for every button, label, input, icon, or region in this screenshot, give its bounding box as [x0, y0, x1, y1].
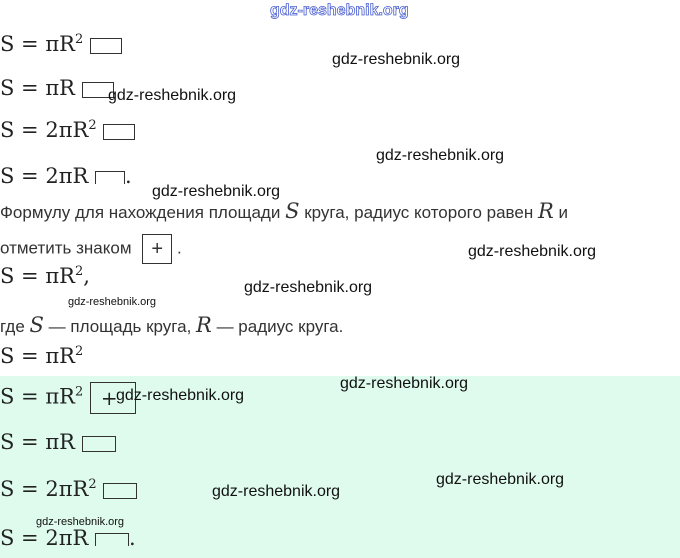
checked-box[interactable]: +	[89, 382, 136, 414]
checkbox[interactable]	[95, 171, 125, 184]
answer-4: S = 2πR .	[0, 526, 136, 550]
watermark: gdz-reshebnik.org	[212, 483, 341, 500]
checkbox[interactable]	[81, 81, 114, 98]
checkbox[interactable]	[103, 482, 138, 499]
answer-highlight	[0, 376, 680, 558]
watermark: gdz-reshebnik.org	[436, 471, 565, 488]
option-1: S = πR2	[0, 32, 122, 56]
watermark: gdz-reshebnik.org	[340, 375, 469, 392]
checkbox[interactable]	[81, 435, 116, 452]
watermark: gdz-reshebnik.org	[376, 147, 505, 164]
watermark: gdz-reshebnik.org	[332, 51, 461, 68]
watermark: gdz-reshebnik.org	[36, 516, 125, 528]
option-4: S = 2πR .	[0, 164, 132, 188]
solution-formula: S = πR2,	[0, 264, 90, 288]
watermark: gdz-reshebnik.org	[152, 183, 281, 200]
solution-where: где S — площадь круга, R — радиус круга.	[0, 313, 344, 337]
watermark: gdz-reshebnik.org	[270, 2, 409, 20]
plus-mark: +	[142, 234, 173, 264]
checkbox[interactable]	[89, 37, 122, 54]
checkbox[interactable]	[95, 533, 129, 546]
watermark: gdz-reshebnik.org	[108, 87, 237, 104]
option-2: S = πR	[0, 76, 114, 100]
watermark: gdz-reshebnik.org	[116, 387, 245, 404]
answer-1: S = πR2 +	[0, 382, 136, 414]
answer-2: S = πR	[0, 430, 116, 454]
watermark: gdz-reshebnik.org	[468, 243, 597, 260]
watermark: gdz-reshebnik.org	[68, 296, 157, 308]
option-3: S = 2πR2	[0, 118, 136, 142]
answer-3: S = 2πR2	[0, 477, 138, 501]
watermark: gdz-reshebnik.org	[244, 279, 373, 296]
checkbox[interactable]	[103, 123, 136, 140]
task-text: Формулу для нахождения площади S круга, …	[0, 199, 569, 223]
solution-answer: S = πR2	[0, 344, 84, 368]
task-text-2: отметить знаком + .	[0, 234, 182, 264]
